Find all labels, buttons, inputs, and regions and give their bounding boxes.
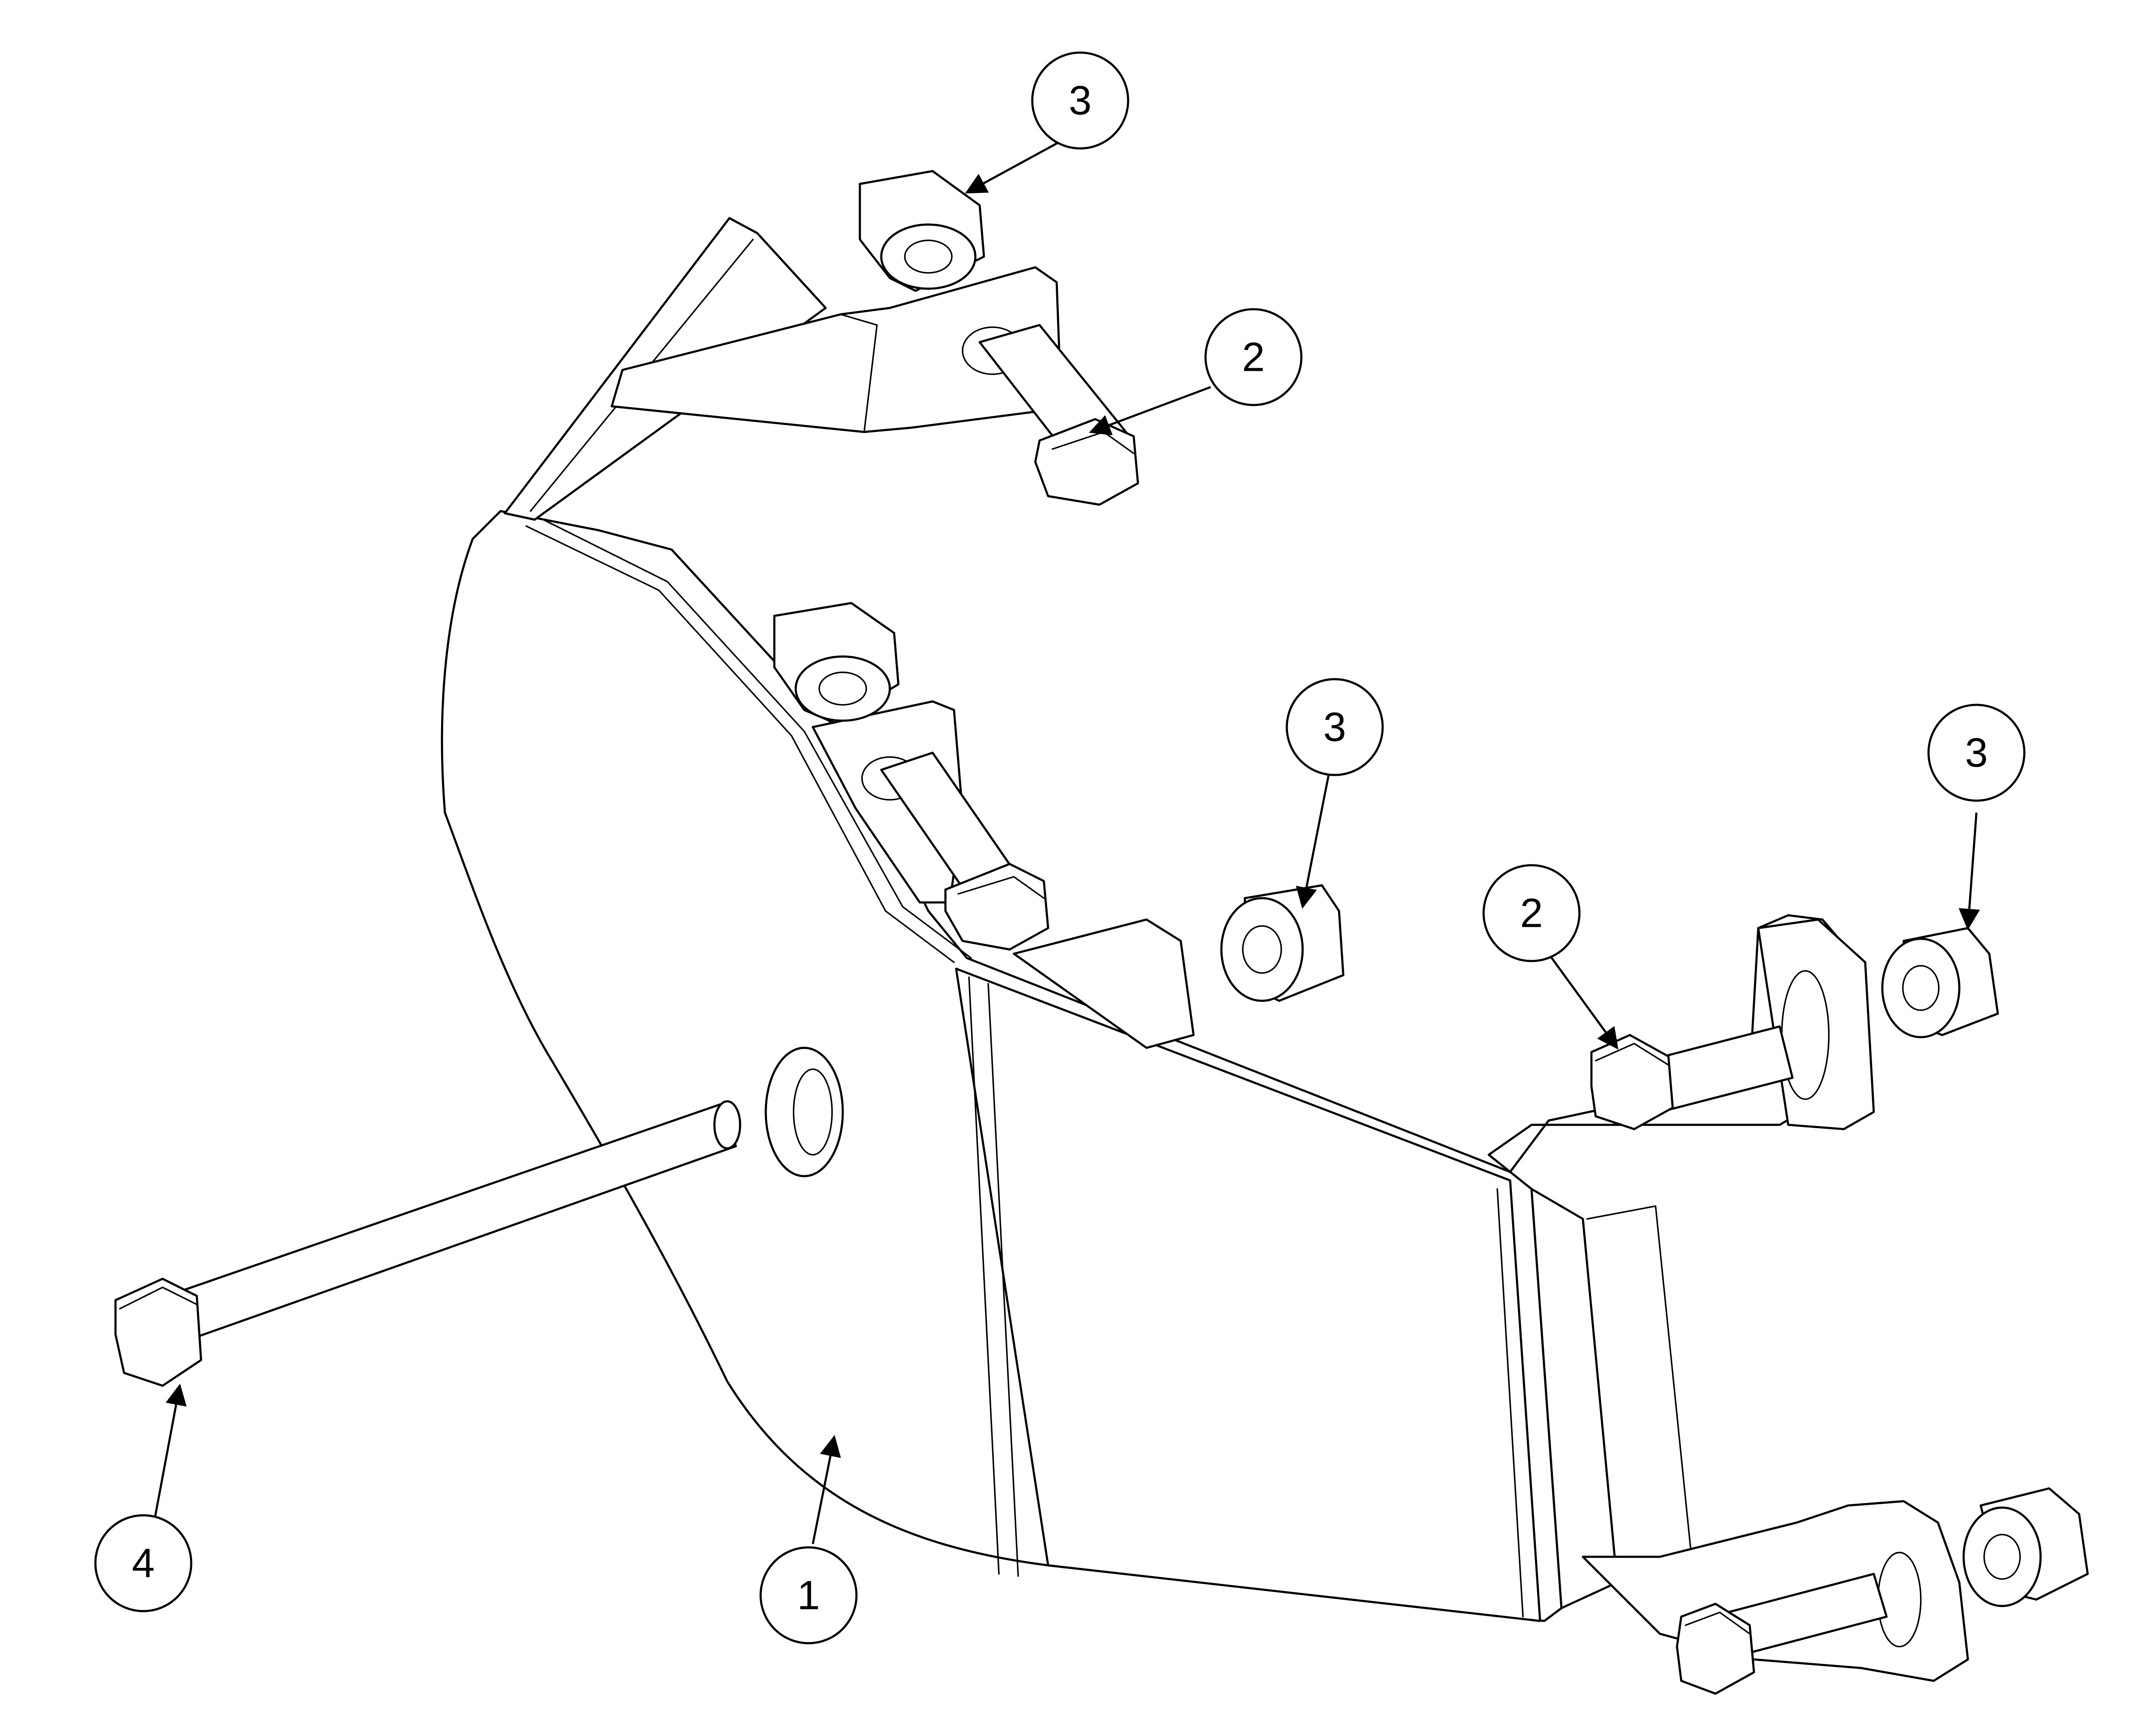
balloon-3-center: 3 <box>1286 678 1384 776</box>
leader-lines <box>153 140 1980 1544</box>
bolt-right <box>1590 1025 1794 1130</box>
leader-1 <box>812 1435 841 1544</box>
nut-top <box>859 170 985 292</box>
balloon-2-right: 2 <box>1482 864 1581 962</box>
leader-2b <box>1547 953 1618 1050</box>
balloon-4: 4 <box>94 1514 193 1612</box>
svg-text:3: 3 <box>1965 730 1988 776</box>
bushing-center <box>1220 884 1345 1002</box>
svg-text:2: 2 <box>1520 890 1543 936</box>
svg-text:2: 2 <box>1242 334 1265 380</box>
svg-text:3: 3 <box>1323 704 1346 750</box>
long-bolt <box>114 1100 741 1387</box>
leader-3b <box>1296 765 1332 909</box>
balloon-2-upper: 2 <box>1204 308 1303 406</box>
bushing-right <box>1881 927 1999 1038</box>
nut-lower-right <box>1962 1487 2089 1607</box>
bolt-middle <box>880 751 1049 951</box>
svg-text:1: 1 <box>797 1573 820 1618</box>
washer <box>764 1047 844 1177</box>
svg-text:4: 4 <box>132 1541 154 1586</box>
bracket-body <box>441 217 1969 1682</box>
balloon-1: 1 <box>759 1546 858 1644</box>
leader-3c <box>1958 812 1980 930</box>
nut-middle-left <box>773 602 900 724</box>
leader-2a <box>1089 386 1211 435</box>
bolt-lower <box>1676 1573 1888 1695</box>
leader-4 <box>153 1384 187 1523</box>
balloon-3-right: 3 <box>1927 704 2026 802</box>
balloon-3-top: 3 <box>1031 51 1129 150</box>
leader-3a <box>965 140 1062 194</box>
svg-text:3: 3 <box>1069 78 1091 124</box>
